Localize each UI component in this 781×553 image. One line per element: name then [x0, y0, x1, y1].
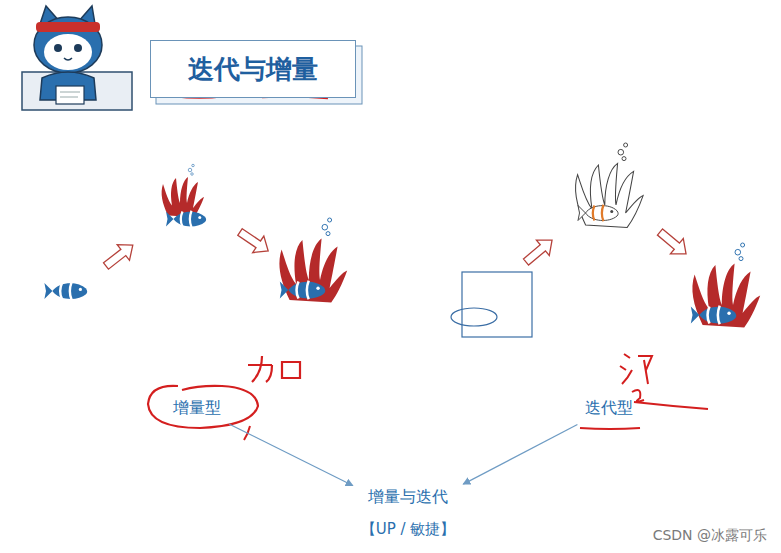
title-box: 迭代与增量 [150, 40, 356, 98]
connector-arrow [229, 424, 353, 486]
node-text: 迭代型 [585, 398, 633, 419]
watermark: CSDN @冰露可乐 [653, 527, 767, 545]
connector-arrow [463, 425, 577, 485]
result-label: 增量与迭代【UP / 敏捷】 [357, 485, 460, 541]
category-label: 迭代型 [581, 396, 637, 421]
node-subtext: 【UP / 敏捷】 [361, 520, 456, 539]
category-label: 增量型 [169, 396, 225, 421]
slide-title: 迭代与增量 [188, 52, 318, 87]
node-text: 增量型 [173, 398, 221, 419]
node-text: 增量与迭代 [368, 487, 448, 508]
